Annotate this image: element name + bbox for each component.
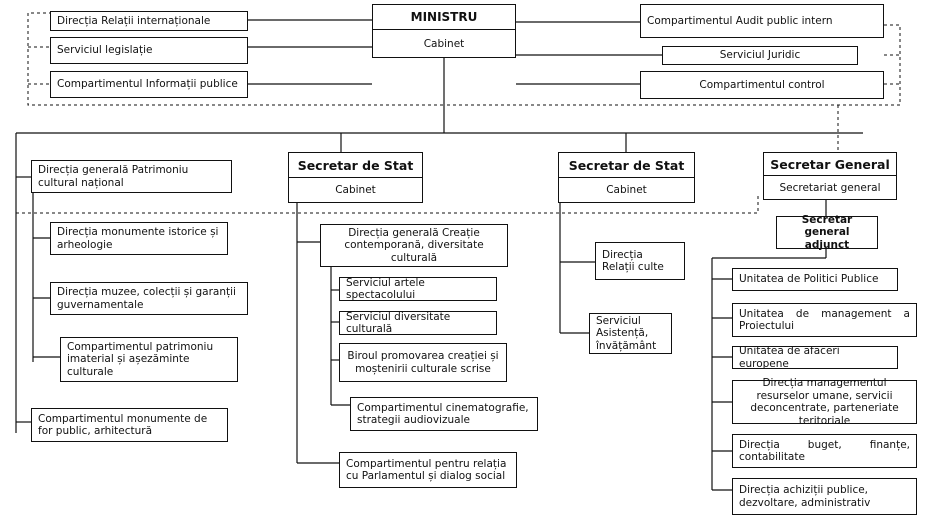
secretar-general-title: Secretar General bbox=[764, 153, 896, 176]
unit-buget-finante: Direcția buget, finanțe, contabilitate bbox=[732, 434, 917, 468]
unit-muzee-colectii: Direcția muzee, colecții și garanții guv… bbox=[50, 282, 248, 315]
minister-title: MINISTRU bbox=[373, 5, 515, 30]
unit-biroul-promovarea: Biroul promovarea creației și moștenirii… bbox=[339, 343, 507, 382]
unit-resurse-umane: Direcția managementul resurselor umane, … bbox=[732, 377, 917, 427]
unit-compartimentul-control: Compartimentul control bbox=[640, 71, 884, 99]
secretar-stat-1-title: Secretar de Stat bbox=[289, 153, 422, 178]
unit-management-proiect: Unitatea de management a Proiectului bbox=[732, 303, 917, 337]
unit-relatii-culte: Direcția Relații culte bbox=[595, 242, 685, 280]
secretar-stat-2-box: Secretar de Stat Cabinet bbox=[558, 152, 695, 203]
unit-afaceri-europene: Unitatea de afaceri europene bbox=[732, 345, 898, 370]
secretar-stat-2-title: Secretar de Stat bbox=[559, 153, 694, 178]
minister-cabinet: Cabinet bbox=[423, 37, 465, 50]
unit-informatii-publice: Compartimentul Informații publice bbox=[50, 71, 248, 98]
secretar-general-box: Secretar General Secretariat general bbox=[763, 152, 897, 200]
secretar-general-adjunct: Secretar general adjunct bbox=[776, 214, 878, 251]
unit-monumente-for-public: Compartimentul monumente de for public, … bbox=[31, 408, 228, 442]
unit-audit-public-intern: Compartimentul Audit public intern bbox=[640, 4, 884, 38]
secretar-stat-1-box: Secretar de Stat Cabinet bbox=[288, 152, 423, 203]
unit-cinematografie: Compartimentul cinematografie, strategii… bbox=[350, 397, 538, 431]
unit-patrimoniu-imaterial: Compartimentul patrimoniu imaterial și a… bbox=[60, 337, 238, 382]
unit-politici-publice: Unitatea de Politici Publice bbox=[732, 268, 898, 291]
unit-relatia-parlament: Compartimentul pentru relația cu Parlame… bbox=[339, 452, 517, 488]
unit-achizitii-publice: Direcția achiziții publice, dezvoltare, … bbox=[732, 478, 917, 515]
unit-asistenta-invatamant: Serviciul Asistență, învățământ bbox=[589, 313, 672, 354]
minister-box: MINISTRU Cabinet bbox=[372, 4, 516, 58]
unit-relatii-internationale: Direcția Relații internaționale bbox=[50, 11, 248, 31]
dg-creatie-contemporana: Direcția generală Creație contemporană, … bbox=[320, 224, 508, 267]
unit-serviciul-juridic: Serviciul Juridic bbox=[662, 46, 858, 65]
secretar-stat-2-cabinet: Cabinet bbox=[606, 184, 647, 196]
unit-artele-spectacolului: Serviciul artele spectacolului bbox=[339, 277, 497, 301]
unit-monumente-istorice: Direcția monumente istorice și arheologi… bbox=[50, 222, 228, 255]
dg-patrimoniu: Direcția generală Patrimoniu cultural na… bbox=[31, 160, 232, 193]
unit-serviciul-legislatie: Serviciul legislație bbox=[50, 37, 248, 64]
unit-diversitate-culturala: Serviciul diversitate culturală bbox=[339, 311, 497, 335]
secretariat-general: Secretariat general bbox=[779, 181, 881, 194]
secretar-stat-1-cabinet: Cabinet bbox=[335, 184, 376, 196]
